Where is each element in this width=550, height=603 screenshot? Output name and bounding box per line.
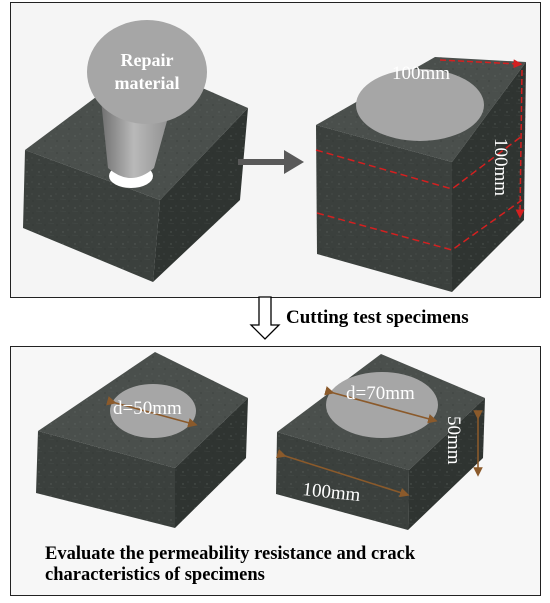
slab50-diameter-line [106,396,198,428]
mold-block: Repair material [23,20,248,282]
dim-line-side [515,69,525,219]
slab70-height-label: 50mm [443,416,464,465]
cube-repair-disk [356,69,484,141]
right-arrow-icon [238,150,304,174]
slab-70mm: d=70mm 50mm 100mm [275,354,485,530]
cut-line-upper [315,135,523,190]
slab-50mm: d=50mm [36,352,248,528]
dim-top-label: 100mm [392,63,450,84]
repair-disk-top [87,20,207,124]
slab70-repair-disk [326,372,438,438]
slab70-diameter-label: d=70mm [346,383,415,404]
down-outline-arrow-icon [249,296,281,340]
cutting-label: Cutting test specimens [286,307,469,328]
cube-specimen: 100mm 100mm [315,57,526,292]
slab50-diameter-label: d=50mm [113,398,182,419]
evaluation-label: Evaluate the permeability resistance and… [45,544,416,585]
slab70-diameter-line [324,386,438,424]
dim-side-label: 100mm [490,138,511,196]
repair-label-line2: material [115,73,180,93]
repair-label-line1: Repair [121,50,174,70]
cut-line-lower [316,199,523,251]
dim-line-top [439,59,523,69]
slab70-width-line [275,448,410,498]
